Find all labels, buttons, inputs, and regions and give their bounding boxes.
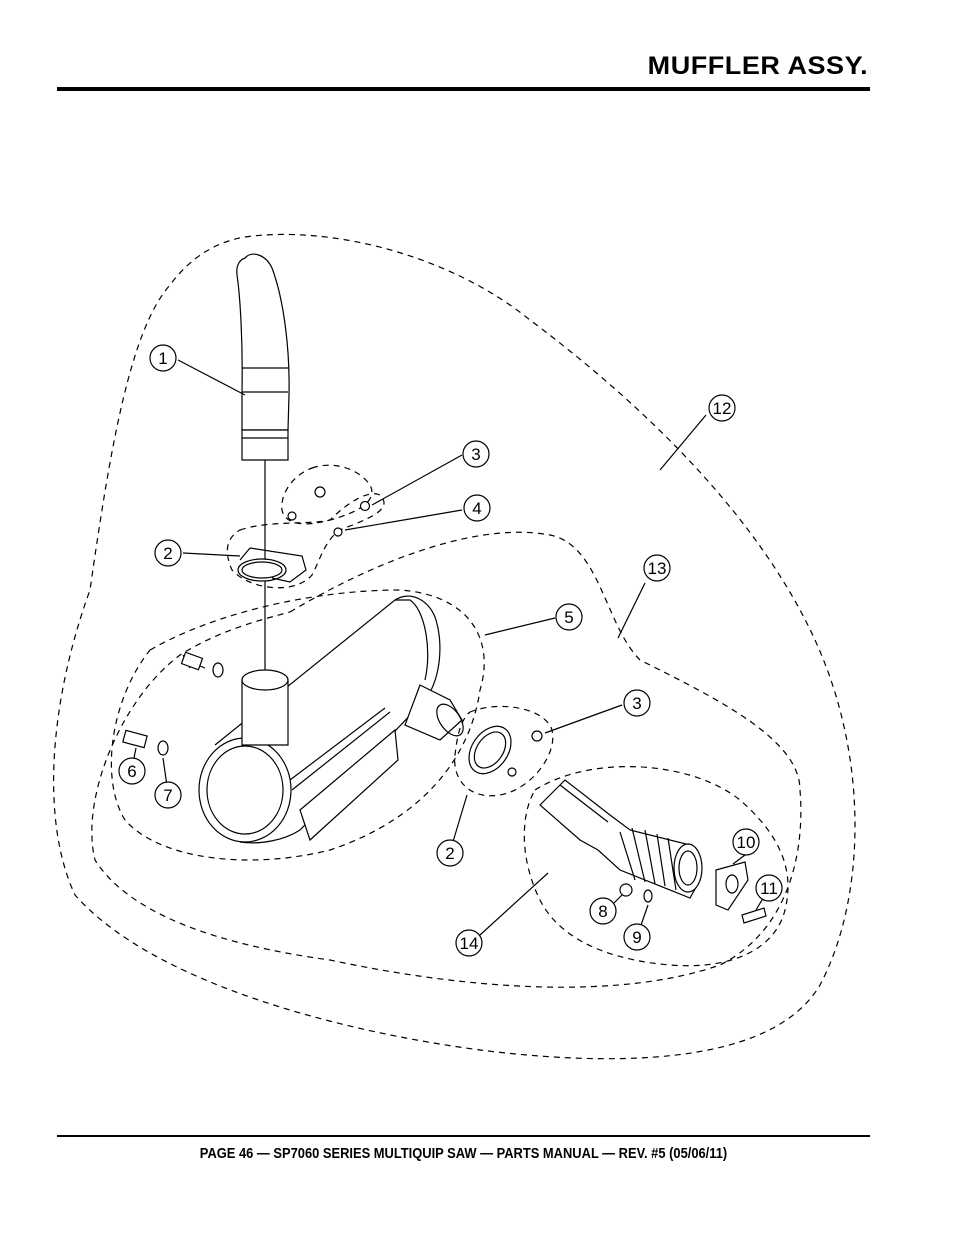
callout-5: 5 bbox=[555, 603, 583, 631]
svg-text:3: 3 bbox=[471, 445, 480, 464]
callout-6: 6 bbox=[118, 757, 146, 785]
svg-text:12: 12 bbox=[713, 399, 732, 418]
exhaust-pipe-part bbox=[236, 253, 290, 690]
callout-1: 1 bbox=[149, 344, 177, 372]
svg-text:5: 5 bbox=[564, 608, 573, 627]
clamp-top-part bbox=[237, 547, 307, 583]
callout-3-mid: 3 bbox=[623, 689, 651, 717]
callout-8: 8 bbox=[589, 897, 617, 925]
group-boundary-5 bbox=[110, 589, 485, 861]
svg-text:2: 2 bbox=[445, 844, 454, 863]
group-boundary-12 bbox=[53, 233, 856, 1060]
muffler-body-part bbox=[198, 595, 464, 844]
callout-2-top: 2 bbox=[154, 539, 182, 567]
header-rule bbox=[57, 87, 870, 91]
callout-11: 11 bbox=[755, 874, 783, 902]
svg-text:3: 3 bbox=[632, 694, 641, 713]
group-boundary-3-top bbox=[281, 464, 373, 525]
svg-text:11: 11 bbox=[760, 879, 778, 898]
callout-3-top: 3 bbox=[462, 440, 490, 468]
page-footer: PAGE 46 — SP7060 SERIES MULTIQUIP SAW — … bbox=[199, 1145, 728, 1162]
callout-4: 4 bbox=[463, 494, 491, 522]
callout-2-mid: 2 bbox=[436, 839, 464, 867]
group-boundary-13 bbox=[91, 531, 802, 988]
callout-9: 9 bbox=[623, 923, 651, 951]
callout-12: 12 bbox=[708, 394, 736, 422]
svg-text:14: 14 bbox=[460, 934, 479, 953]
svg-text:6: 6 bbox=[127, 762, 136, 781]
callout-13: 13 bbox=[643, 554, 671, 582]
callout-14: 14 bbox=[455, 929, 483, 957]
svg-text:13: 13 bbox=[648, 559, 667, 578]
svg-text:4: 4 bbox=[472, 499, 481, 518]
svg-text:8: 8 bbox=[598, 902, 607, 921]
group-boundary-14 bbox=[523, 766, 789, 967]
svg-text:2: 2 bbox=[163, 544, 172, 563]
svg-text:7: 7 bbox=[163, 786, 172, 805]
footer-rule bbox=[57, 1135, 870, 1137]
svg-text:1: 1 bbox=[158, 349, 167, 368]
callout-10: 10 bbox=[732, 828, 760, 856]
callout-7: 7 bbox=[154, 781, 182, 809]
page-title: MUFFLER ASSY. bbox=[647, 52, 868, 80]
svg-text:10: 10 bbox=[737, 833, 756, 852]
clamp-mid-part bbox=[468, 725, 512, 775]
svg-text:9: 9 bbox=[632, 928, 641, 947]
flex-pipe-part bbox=[539, 779, 767, 924]
